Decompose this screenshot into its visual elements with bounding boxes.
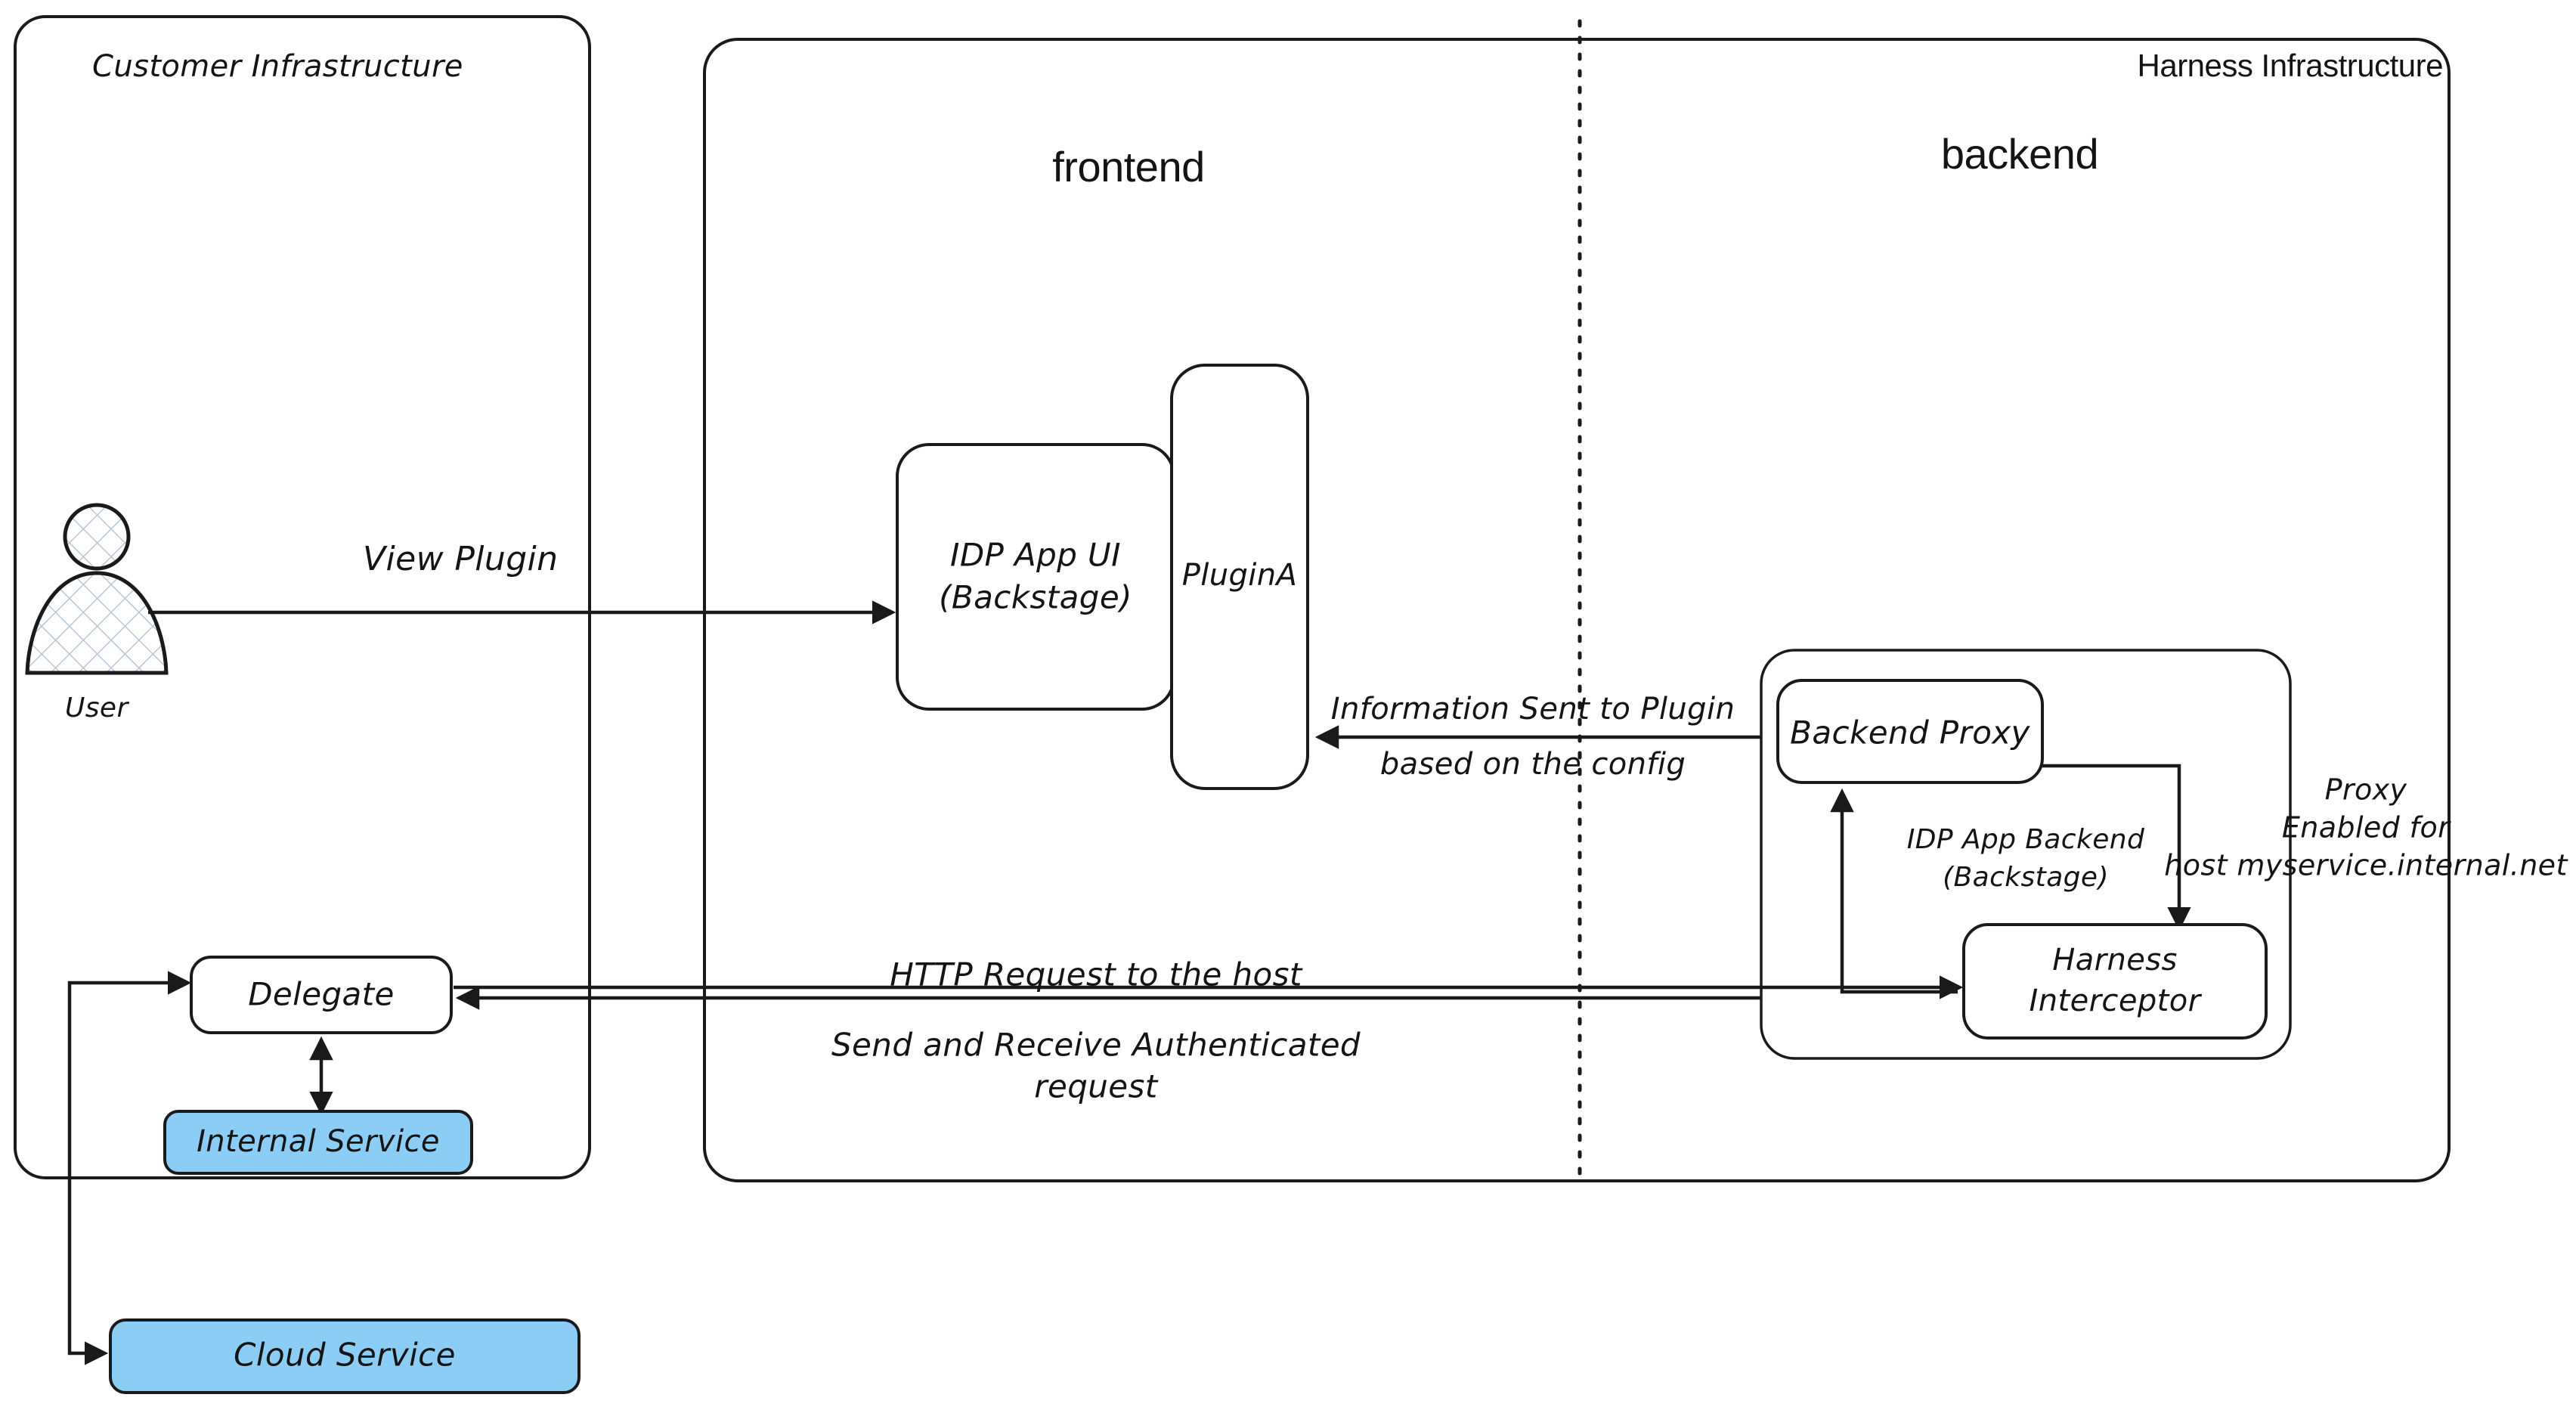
delegate-label: Delegate: [248, 976, 395, 1013]
container-harness-infrastructure: Harness Infrastructure: [703, 38, 2451, 1182]
internal-service-label: Internal Service: [197, 1124, 440, 1159]
node-plugin-a[interactable]: PluginA: [1170, 364, 1309, 790]
send-receive-label-line2: request: [1034, 1068, 1159, 1105]
customer-infrastructure-label: Customer Infrastructure: [92, 49, 463, 84]
edge-http-request-to-host: HTTP Request to the host: [454, 956, 1964, 999]
information-sent-label-line1: Information Sent to Plugin: [1331, 692, 1735, 727]
user-label: User: [65, 693, 129, 723]
cloud-service-box: [109, 1318, 581, 1394]
harness-interceptor-label-line1: Harness: [2052, 943, 2177, 978]
node-backend-proxy[interactable]: Backend Proxy: [1776, 679, 2044, 784]
edge-interceptor-to-backend-proxy: [1830, 788, 1958, 994]
view-plugin-label: View Plugin: [363, 540, 558, 578]
idp-app-ui-label-line1: IDP App UI: [950, 537, 1121, 574]
user-actor[interactable]: User: [25, 503, 169, 723]
node-internal-service[interactable]: Internal Service: [163, 1110, 473, 1175]
proxy-enabled-label-line3: host myservice.internal.net: [2164, 849, 2568, 882]
plugin-a-label: PluginA: [1182, 558, 1298, 593]
harness-interceptor-label-line2: Interceptor: [2030, 984, 2203, 1018]
frontend-section-label: frontend: [1052, 143, 1205, 191]
edge-send-receive-authenticated: Send and Receive Authenticated request: [455, 986, 1761, 1105]
user-actor-head-icon: [63, 503, 131, 571]
idp-app-ui-label-line2: (Backstage): [939, 579, 1132, 616]
node-cloud-service[interactable]: Cloud Service: [109, 1318, 581, 1394]
idp-app-backend-label-line1: IDP App Backend: [1907, 824, 2145, 855]
edge-view-plugin: View Plugin: [148, 540, 896, 624]
container-idp-app-backend: IDP App Backend (Backstage): [1760, 649, 2292, 1060]
container-customer-infrastructure: Customer Infrastructure: [14, 15, 591, 1179]
idp-app-backend-label-line2: (Backstage): [1943, 862, 2109, 893]
backend-section-label: backend: [1941, 130, 2098, 178]
harness-infrastructure-label: Harness Infrastructure: [2138, 48, 2444, 83]
edge-delegate-to-cloud-service: [67, 971, 192, 1365]
information-sent-label-line2: based on the config: [1380, 747, 1686, 782]
edge-backend-proxy-to-interceptor: [2042, 764, 2191, 931]
user-actor-body-icon: [25, 571, 169, 675]
node-idp-app-ui[interactable]: IDP App UI (Backstage): [896, 443, 1175, 711]
http-request-label: HTTP Request to the host: [890, 956, 1303, 993]
annotation-proxy-enabled: Proxy Enabled for host myservice.interna…: [2164, 773, 2568, 882]
edge-information-sent-to-plugin: Information Sent to Plugin based on the …: [1314, 692, 1761, 782]
backend-proxy-label: Backend Proxy: [1790, 714, 2030, 751]
send-receive-label-line1: Send and Receive Authenticated: [831, 1027, 1361, 1064]
node-harness-interceptor[interactable]: Harness Interceptor: [1962, 923, 2268, 1040]
proxy-enabled-label-line1: Proxy: [2325, 773, 2407, 807]
node-delegate[interactable]: Delegate: [190, 956, 453, 1034]
proxy-enabled-label-line2: Enabled for: [2282, 811, 2451, 844]
cloud-service-label: Cloud Service: [234, 1337, 456, 1374]
